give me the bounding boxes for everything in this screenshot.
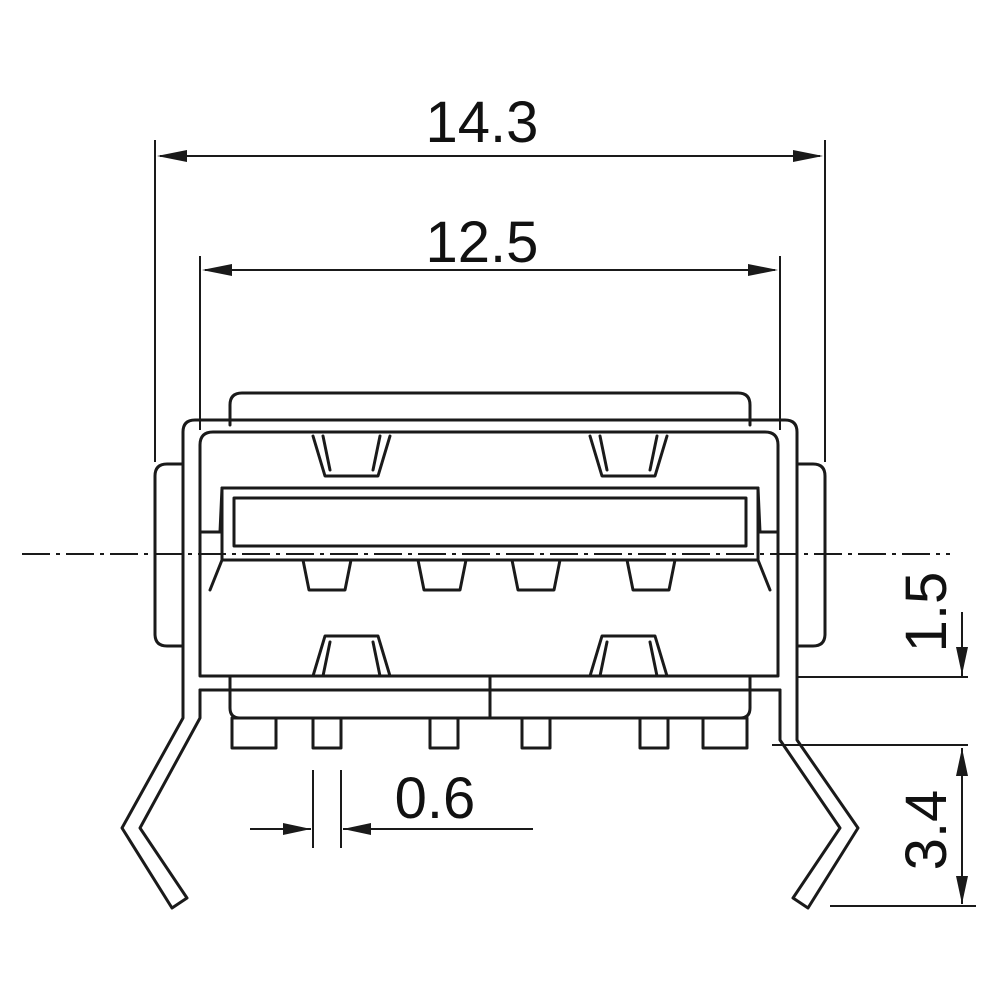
dimension-label-overall-width: 14.3	[426, 90, 539, 155]
dimension-lead-height: 3.4	[772, 744, 976, 907]
dimension-label-centerline-offset: 1.5	[894, 572, 959, 653]
dimension-centerline-offset: 1.5	[797, 572, 968, 678]
mounting-legs	[120, 688, 860, 910]
dimension-label-lead-height: 3.4	[894, 790, 959, 871]
dimension-inner-width: 12.5	[199, 210, 781, 430]
bottom-spring-contacts	[311, 634, 669, 678]
connector-body	[153, 391, 827, 720]
signal-pins	[301, 558, 677, 592]
dimension-pin-width: 0.6	[250, 766, 533, 848]
dimension-label-inner-width: 12.5	[426, 210, 539, 275]
dimension-label-pin-width: 0.6	[395, 766, 476, 831]
solder-leads	[230, 716, 749, 750]
top-spring-contacts	[311, 434, 669, 478]
dimension-overall-width: 14.3	[154, 90, 826, 462]
